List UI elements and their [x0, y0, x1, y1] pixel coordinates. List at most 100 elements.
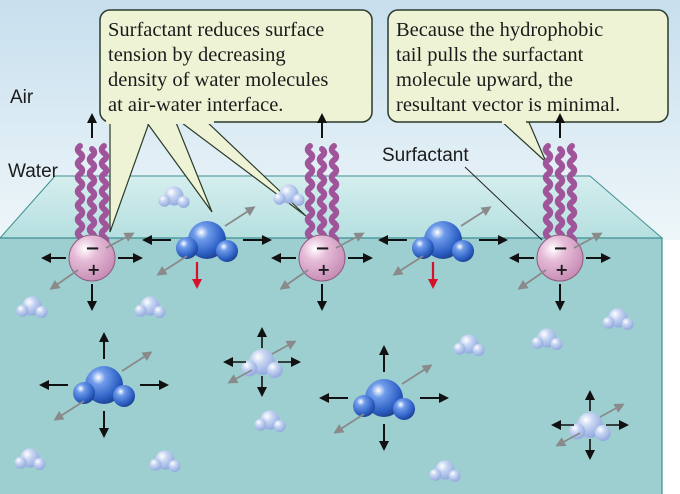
surfactant-head: −+ — [68, 234, 116, 282]
hydrogen-atom — [550, 338, 563, 350]
positive-charge-sign: + — [555, 260, 568, 279]
resultant-arrow — [573, 232, 603, 249]
hydrophobic-tail — [316, 146, 328, 243]
faint-water-molecule — [602, 308, 634, 330]
resultant-arrow — [599, 403, 625, 418]
faint-water-molecule — [453, 334, 485, 356]
faint-water-molecule — [531, 328, 563, 350]
hydrogen-atom — [177, 196, 190, 208]
faint-water-molecule — [158, 186, 190, 208]
resultant-arrow — [49, 269, 79, 290]
hydrophobic-tail — [328, 143, 340, 247]
callout-left-line-1: Surfactant reduces surface — [108, 19, 324, 41]
surfactant-head: −+ — [536, 234, 584, 282]
hydrogen-atom — [273, 420, 286, 432]
hydrophilic-head — [68, 234, 116, 282]
hydrogen-atom — [33, 458, 46, 470]
resultant-arrow — [121, 351, 153, 372]
hydrogen-atom — [149, 458, 162, 471]
hydrogen-atom — [602, 316, 615, 329]
hydrophobic-tail — [74, 143, 86, 247]
resultant-arrow — [460, 206, 492, 227]
hydrogen-atom — [254, 418, 267, 431]
negative-charge-sign: − — [315, 238, 330, 259]
resultant-arrow — [105, 232, 135, 249]
hydrophobic-tail — [542, 143, 554, 247]
positive-charge-sign: + — [87, 260, 100, 279]
hydrophobic-tail — [566, 143, 578, 247]
hydrogen-atom — [429, 468, 442, 481]
callout-right-line-4: resultant vector is minimal. — [396, 94, 620, 116]
hydrophilic-head — [298, 234, 346, 282]
water-molecule — [412, 221, 474, 262]
negative-charge-sign: − — [553, 238, 568, 259]
hydrogen-atom — [448, 470, 461, 482]
resultant-arrow — [227, 369, 253, 384]
callout-right-line-3: molecule upward, the — [396, 69, 573, 91]
hydrogen-atom — [176, 237, 198, 259]
callout-right-line-2: tail pulls the surfactant — [396, 44, 584, 66]
hydrogen-atom — [168, 460, 181, 472]
faint-water-molecule — [569, 412, 611, 441]
resultant-arrow — [401, 364, 433, 385]
hydrogen-atom — [393, 398, 415, 420]
hydrogen-atom — [353, 395, 375, 417]
water-label: Water — [8, 161, 59, 182]
faint-water-molecule — [429, 460, 461, 482]
water-molecule — [176, 221, 238, 262]
hydrogen-atom — [113, 385, 135, 407]
positive-charge-sign: + — [317, 260, 330, 279]
resultant-arrow — [333, 413, 365, 434]
hydrogen-atom — [158, 194, 171, 207]
hydrogen-atom — [273, 192, 286, 205]
faint-water-molecule — [254, 410, 286, 432]
hydrogen-atom — [594, 425, 611, 441]
hydrogen-atom — [292, 194, 305, 206]
hydrogen-atom — [621, 318, 634, 330]
hydrogen-atom — [73, 382, 95, 404]
hydrogen-atom — [134, 304, 147, 317]
callout-left: Surfactant reduces surface tension by de… — [99, 9, 373, 233]
hydrophobic-tail — [304, 143, 316, 247]
callout-right-line-1: Because the hydrophobic — [396, 19, 603, 41]
hydrogen-atom — [14, 456, 27, 469]
faint-water-molecule — [134, 296, 166, 318]
resultant-arrow — [517, 269, 547, 290]
resultant-arrow — [271, 340, 297, 355]
resultant-arrow — [335, 232, 365, 249]
hydrogen-atom — [16, 304, 29, 317]
resultant-arrow — [53, 400, 85, 421]
hydrogen-atom — [216, 240, 238, 262]
callout-left-line-3: density of water molecules — [108, 69, 328, 91]
air-label: Air — [10, 87, 34, 108]
water-body — [0, 238, 662, 494]
resultant-arrow — [156, 255, 188, 276]
callout-right: Because the hydrophobic tail pulls the s… — [387, 9, 669, 163]
faint-water-molecule — [273, 184, 305, 206]
hydrogen-atom — [452, 240, 474, 262]
hydrogen-atom — [241, 360, 258, 377]
hydrophobic-tail — [86, 146, 98, 243]
hydrogen-atom — [153, 306, 166, 318]
resultant-arrow — [392, 255, 424, 276]
water-molecule — [73, 366, 135, 407]
hydrophilic-head — [536, 234, 584, 282]
surfactant-head: −+ — [298, 234, 346, 282]
faint-water-molecule — [241, 349, 283, 378]
hydrogen-atom — [453, 342, 466, 355]
water-molecule — [353, 379, 415, 420]
faint-water-molecule — [149, 450, 181, 472]
hydrogen-atom — [569, 423, 586, 440]
hydrophobic-tail — [98, 143, 110, 247]
hydrogen-atom — [472, 344, 485, 356]
callout-left-line-2: tension by decreasing — [108, 44, 286, 66]
hydrophobic-tail — [554, 146, 566, 243]
surfactant-leader-line — [464, 166, 543, 241]
surfactant-label: Surfactant — [382, 145, 469, 166]
hydrogen-atom — [412, 237, 434, 259]
negative-charge-sign: − — [85, 238, 100, 259]
hydrogen-atom — [531, 336, 544, 349]
resultant-arrow — [224, 206, 256, 227]
resultant-arrow — [555, 432, 581, 447]
